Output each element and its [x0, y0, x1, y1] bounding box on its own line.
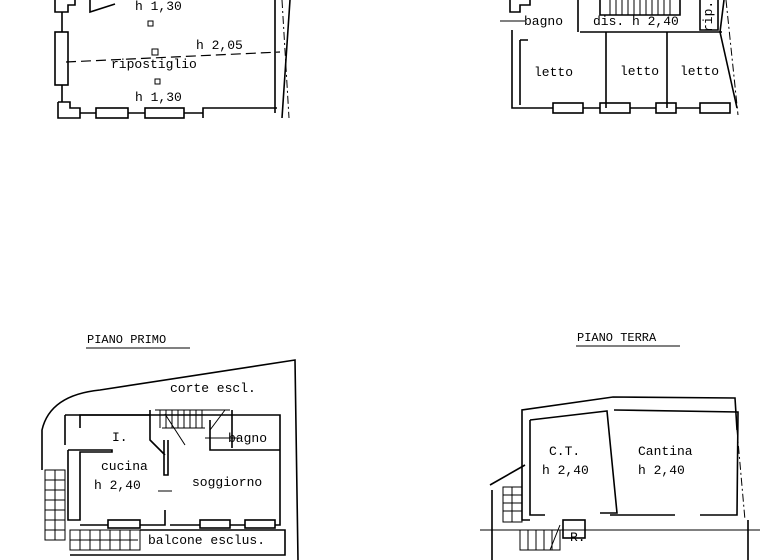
room-label: bagno — [228, 431, 267, 446]
room-label: letto — [534, 65, 573, 80]
boundary-line — [281, 0, 290, 119]
wall — [80, 510, 281, 526]
room-label: soggiorno — [192, 475, 262, 490]
room-height-label: h 2,40 — [542, 463, 589, 478]
staircase — [44, 469, 66, 541]
room-height-label: h 1,30 — [135, 90, 182, 105]
wall — [41, 359, 299, 560]
window — [552, 102, 584, 114]
room-height-label: h 1,30 — [135, 0, 182, 14]
room-label: balcone esclus. — [148, 533, 265, 548]
wall — [511, 30, 738, 109]
staircase — [69, 529, 141, 551]
plan-title: PIANO TERRA — [577, 331, 657, 345]
window — [54, 31, 69, 86]
room-label: I. — [112, 430, 128, 445]
wall — [489, 464, 749, 560]
pillar — [154, 78, 161, 85]
room-height-label: h 2,05 — [196, 38, 243, 53]
wall — [562, 519, 586, 539]
wall — [57, 12, 81, 119]
plan-sottotetto: h 1,30 h 2,05 ripostiglio h 1,30 — [54, 0, 291, 119]
room-label: letto — [680, 64, 719, 79]
room-label: C.T. — [549, 444, 580, 459]
boundary-line — [736, 429, 746, 521]
staircase — [609, 0, 671, 15]
room-height-label: h 2,40 — [638, 463, 685, 478]
wall — [80, 0, 291, 119]
room-label: dis. h 2,40 — [593, 14, 679, 29]
room-height-label: h 2,40 — [94, 478, 141, 493]
window — [199, 519, 231, 529]
room-label: letto — [620, 64, 659, 79]
wall — [202, 107, 277, 118]
window — [699, 102, 731, 114]
window — [95, 107, 129, 119]
room-label: Cantina — [638, 444, 693, 459]
room-label: rip. — [701, 1, 716, 32]
room-label: corte escl. — [170, 381, 256, 396]
window — [244, 519, 276, 529]
plan-primo: PIANO PRIMO corte escl. I. bagno cucina … — [41, 333, 299, 560]
room-label: cucina — [101, 459, 148, 474]
window — [144, 107, 185, 119]
wall — [65, 414, 281, 510]
pillar — [151, 48, 159, 56]
wall — [209, 410, 280, 451]
balcony — [70, 529, 286, 556]
staircase — [502, 486, 523, 523]
pillar — [147, 20, 154, 27]
wall — [521, 396, 738, 480]
staircase — [155, 409, 230, 446]
room-label: ripostiglio — [111, 57, 197, 72]
staircase — [519, 524, 561, 551]
plan-terra: PIANO TERRA C.T. h 2,40 Cantina h 2,40 R… — [480, 331, 760, 560]
wall — [149, 410, 169, 476]
room-label: R. — [570, 530, 586, 545]
wall — [699, 0, 725, 33]
plan-title: PIANO PRIMO — [87, 333, 166, 347]
wall — [54, 0, 116, 14]
window — [655, 102, 677, 114]
plan-secondo: rip. bagno dis. h 2,40 letto letto letto — [500, 0, 739, 116]
ridge-line — [65, 51, 281, 63]
wall — [64, 414, 150, 521]
window — [599, 102, 631, 114]
wall — [529, 409, 739, 516]
window — [107, 519, 141, 529]
room-label: bagno — [524, 14, 563, 29]
boundary-line — [725, 0, 739, 116]
